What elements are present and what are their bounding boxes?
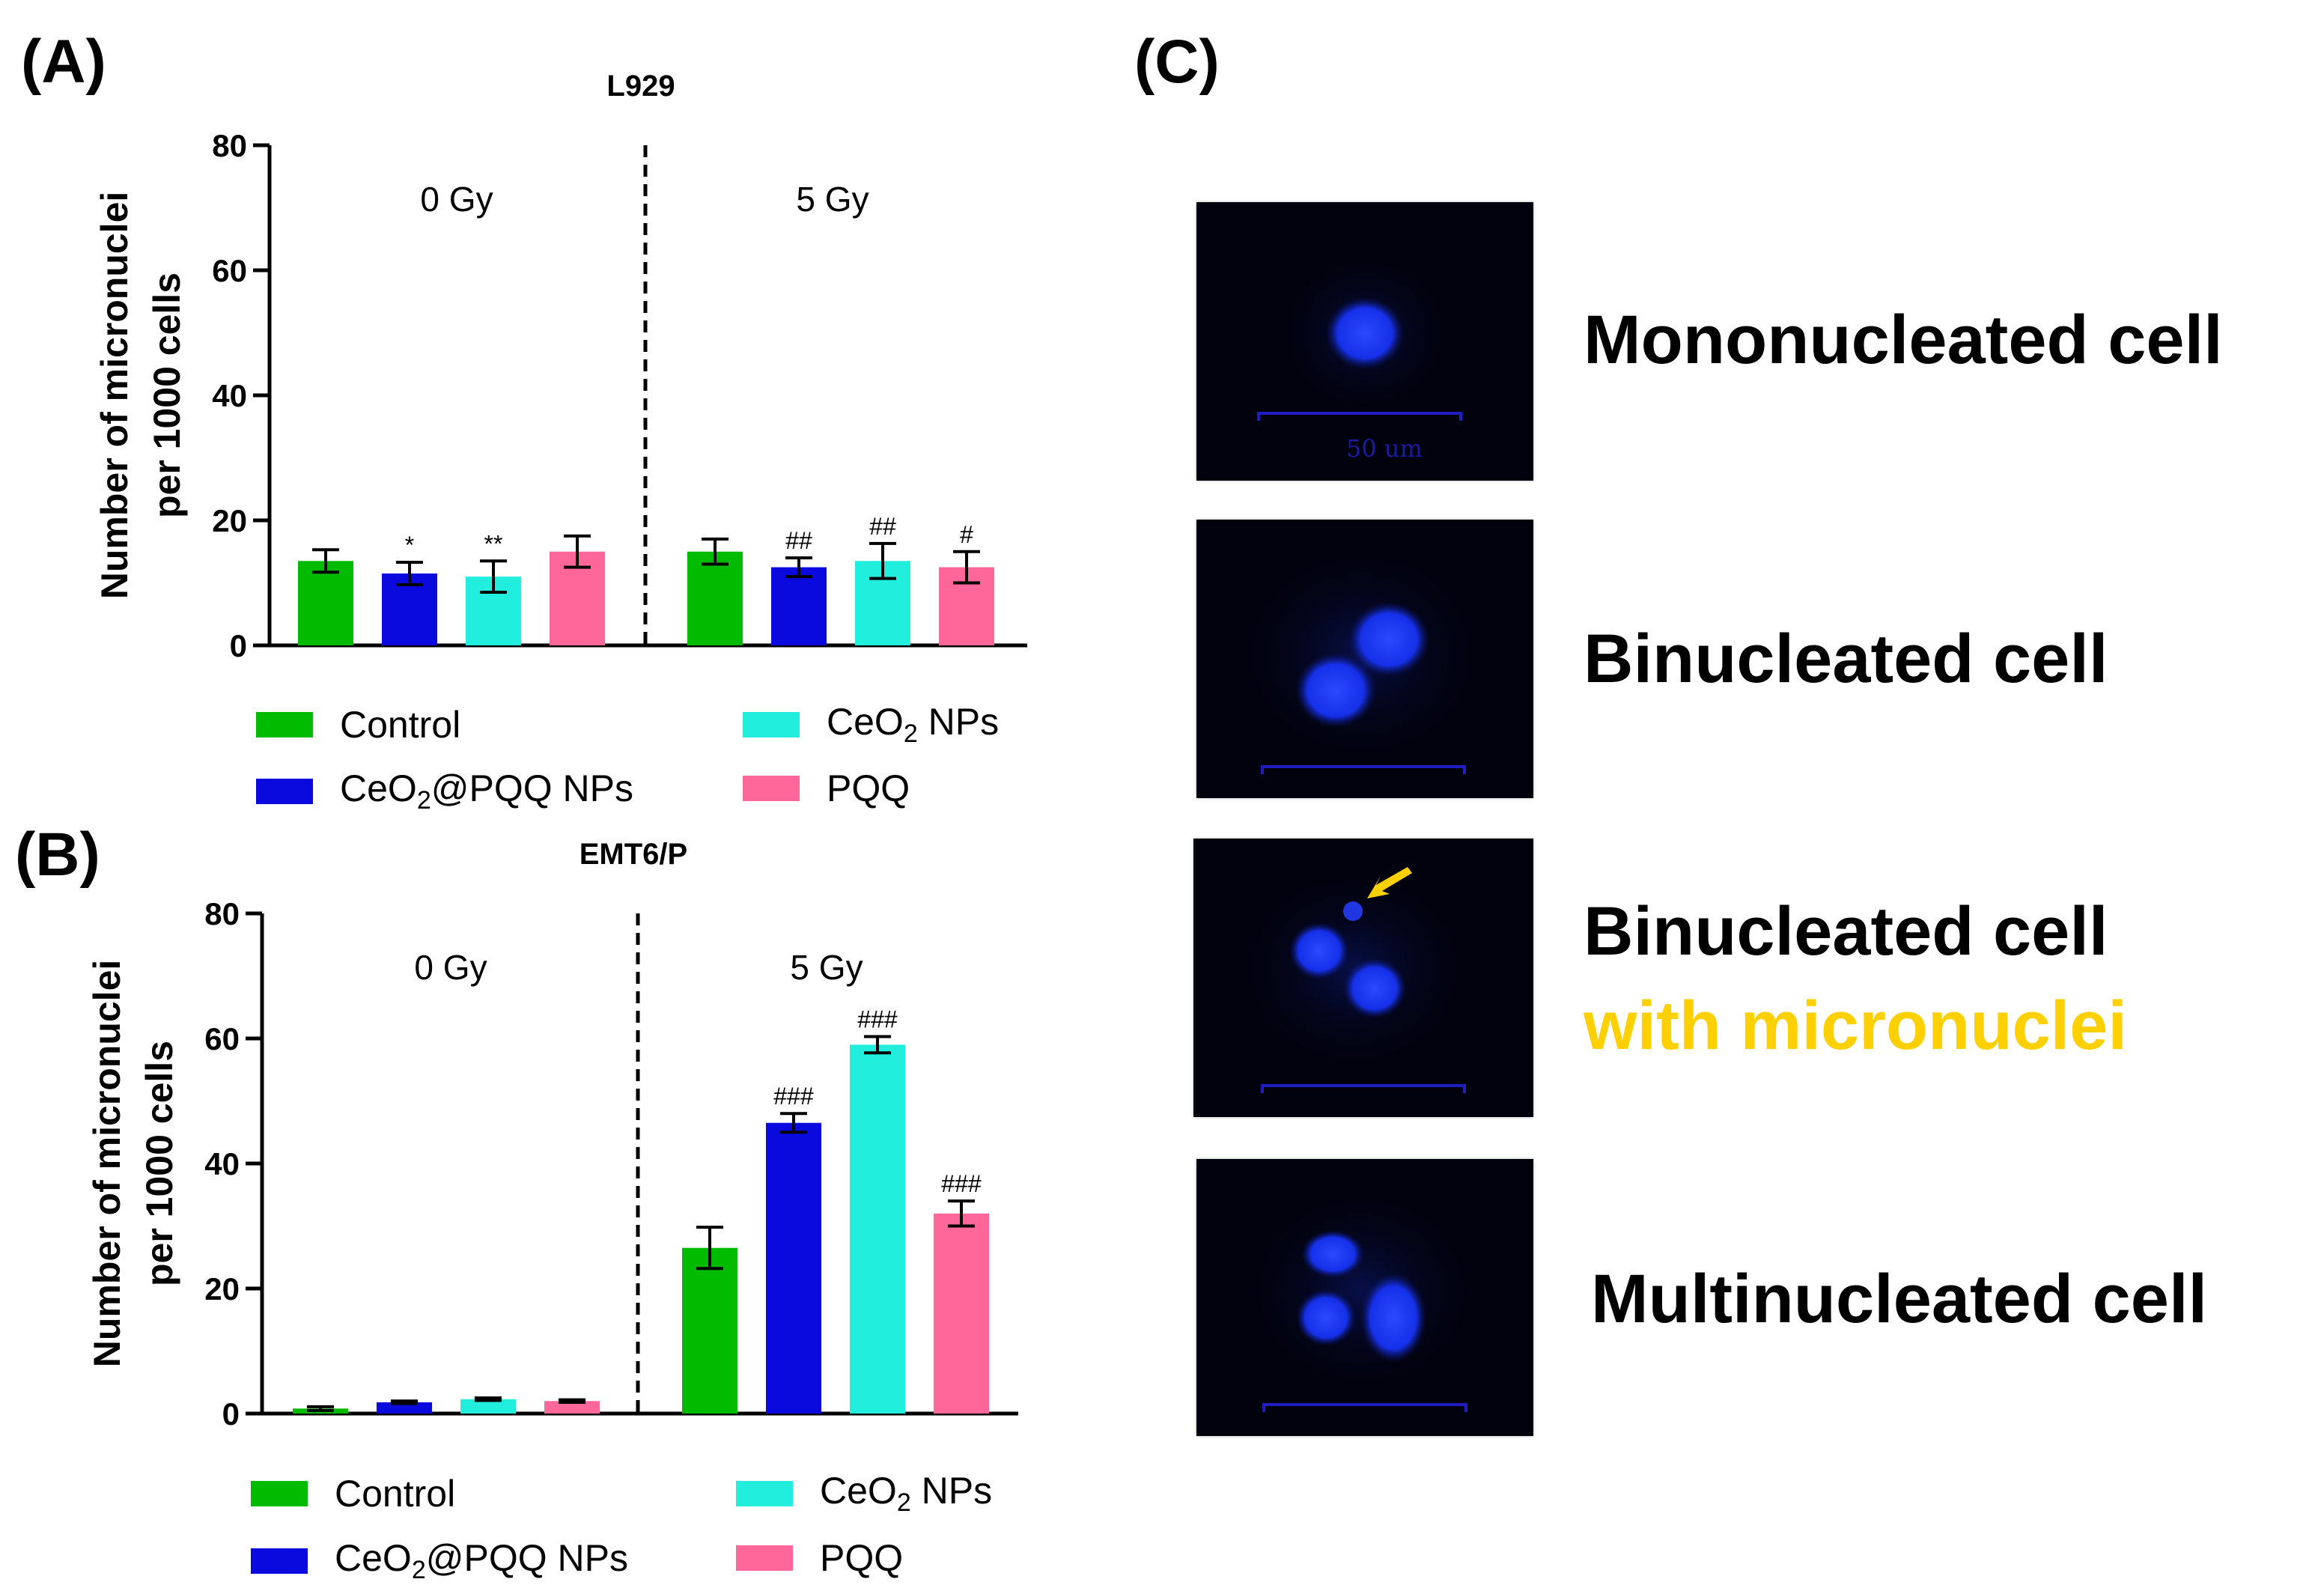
bar	[687, 551, 743, 645]
micrograph-binucleated-svg	[1234, 542, 1488, 774]
legend-b-control: Control	[251, 1472, 455, 1515]
significance-mark: #	[960, 521, 973, 548]
legend-swatch-ceo2	[736, 1480, 793, 1506]
nucleus	[1289, 922, 1349, 979]
significance-mark: ##	[869, 513, 896, 540]
label-binucleated-micro-line1: Binucleated cell	[1584, 893, 2108, 970]
label-multinucleated: Multinucleated cell	[1591, 1261, 2208, 1337]
micrograph-binucleated-micronuclei	[1193, 839, 1533, 1117]
group-label: 0 Gy	[414, 948, 487, 987]
y-tick-label: 80	[212, 128, 247, 163]
nucleus	[1326, 297, 1404, 369]
bar	[682, 1247, 737, 1414]
y-tick-label: 60	[204, 1021, 240, 1056]
bar	[544, 1401, 600, 1414]
nucleus	[1296, 1289, 1356, 1346]
legend-label-ceo2-pqq: CeO2@PQQ NPs	[335, 1537, 628, 1584]
legend-swatch-control	[251, 1481, 308, 1506]
legend-label-ceo2-pqq: CeO2@PQQ NPs	[340, 767, 633, 815]
legend-b-clip: Control CeO2@PQQ NPs CeO2 NPs PQQ	[0, 1452, 1048, 1584]
significance-mark: ###	[773, 1083, 814, 1110]
nucleus	[1295, 653, 1376, 728]
bar	[771, 567, 827, 645]
bar	[766, 1122, 821, 1414]
y-tick-label: 20	[204, 1271, 240, 1306]
nucleus	[1343, 958, 1406, 1018]
y-tick-label: 20	[212, 503, 247, 538]
legend-label-pqq: PQQ	[827, 767, 910, 809]
legend-swatch-ceo2-pqq	[256, 778, 313, 804]
y-axis-label-line2: per 1000 cells	[146, 273, 188, 518]
cytoplasm-halo	[1241, 1185, 1481, 1395]
significance-mark: ###	[941, 1170, 982, 1197]
micrograph-multinucleated	[1196, 1159, 1533, 1436]
y-tick-label: 40	[204, 1146, 240, 1181]
y-tick-label: 0	[230, 628, 247, 663]
significance-mark: ###	[857, 1006, 898, 1032]
legend-label-control: Control	[335, 1473, 456, 1515]
scale-bar	[1261, 1084, 1466, 1093]
significance-mark: *	[405, 532, 414, 559]
bar	[460, 1399, 516, 1414]
y-axis-label-line2: per 1000 cells	[139, 1041, 180, 1286]
label-binucleated: Binucleated cell	[1584, 621, 2108, 697]
legend-swatch-ceo2	[743, 711, 800, 737]
significance-mark: **	[484, 530, 503, 557]
group-label: 0 Gy	[420, 180, 493, 219]
legend-b-ceo2-pqq: CeO2@PQQ NPs	[251, 1536, 628, 1585]
panel-letter-a: (A)	[21, 28, 106, 96]
micrograph-binucleated	[1196, 520, 1533, 798]
bar	[377, 1402, 432, 1414]
scale-bar	[1262, 1403, 1467, 1412]
legend-swatch-pqq	[743, 776, 800, 801]
legend-label-pqq: PQQ	[820, 1537, 904, 1579]
micrograph-binucleated-micronuclei-svg	[1235, 865, 1474, 1093]
y-axis-label-line1: Number of micronuclei	[94, 192, 136, 600]
panel-letter-c: (C)	[1134, 28, 1220, 96]
legend-a-ceo2-pqq: CeO2@PQQ NPs	[256, 767, 633, 815]
micrograph-multinucleated-svg	[1241, 1185, 1481, 1412]
group-label: 5 Gy	[796, 180, 869, 219]
legend-b-ceo2: CeO2 NPs	[736, 1469, 992, 1518]
y-tick-label: 0	[222, 1396, 240, 1432]
legend-label-ceo2: CeO2 NPs	[827, 701, 1000, 748]
scale-bar-label: 50 um	[1346, 434, 1423, 463]
bar	[850, 1044, 905, 1414]
panel-letter-b: (B)	[15, 821, 100, 889]
group-label: 5 Gy	[790, 948, 863, 987]
chart-b-emt6p: EMT6/P Number of micronuclei per 1000 cell…	[86, 838, 1018, 1432]
legend-b-pqq: PQQ	[736, 1536, 903, 1580]
chart-title: L929	[606, 70, 675, 103]
y-axis-label-line1: Number of micronuclei	[86, 960, 128, 1368]
y-tick-label: 80	[204, 896, 240, 931]
legend-label-ceo2: CeO2 NPs	[820, 1470, 993, 1517]
legend-a-ceo2: CeO2 NPs	[743, 700, 999, 749]
nucleus	[1348, 602, 1429, 677]
chart-title: EMT6/P	[580, 838, 687, 871]
legend-swatch-pqq	[736, 1545, 793, 1571]
legend-swatch-control	[256, 712, 313, 737]
y-tick-label: 60	[212, 253, 247, 288]
scale-bar	[1257, 412, 1462, 421]
micrograph-mononucleated-svg	[1257, 251, 1462, 421]
bar	[298, 561, 353, 645]
yellow-arrow-icon	[1367, 867, 1412, 898]
y-tick-label: 40	[212, 378, 247, 413]
nucleus	[1360, 1273, 1426, 1363]
micronucleus	[1343, 901, 1363, 921]
scale-bar	[1261, 765, 1466, 774]
legend-swatch-ceo2-pqq	[251, 1548, 308, 1574]
legend-label-control: Control	[340, 704, 461, 746]
micrograph-mononucleated: 50 um	[1196, 202, 1533, 481]
legend-a-control: Control	[256, 703, 460, 746]
label-mononucleated: Mononucleated cell	[1584, 302, 2223, 378]
nucleus	[1301, 1230, 1364, 1278]
label-binucleated-micro-line2: with micronuclei	[1584, 988, 2127, 1064]
significance-mark: ##	[785, 527, 812, 554]
legend-a-pqq: PQQ	[743, 767, 910, 810]
bar	[934, 1213, 989, 1414]
